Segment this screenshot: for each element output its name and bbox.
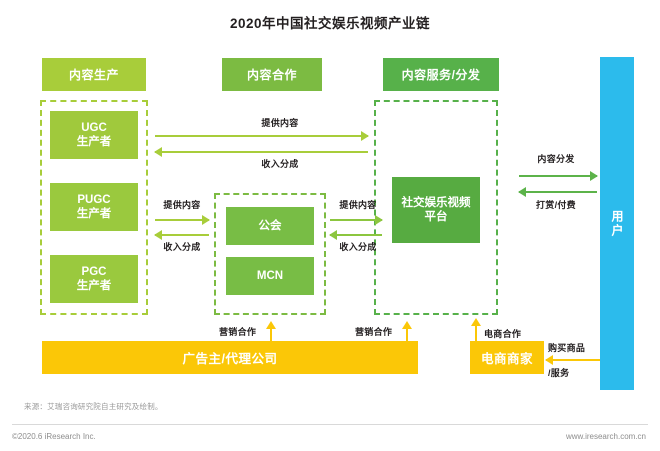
arrow-shaft bbox=[155, 219, 209, 221]
node-social-entertainment-video-platform: 社交娱乐视频 平台 bbox=[392, 177, 480, 243]
flow-label-revenue-share-right: 收入分成 bbox=[339, 242, 377, 252]
arrow-shaft bbox=[155, 135, 368, 137]
arrow-head-up-icon bbox=[266, 321, 276, 329]
source-note: 来源：艾瑞咨询研究院自主研究及绘制。 bbox=[24, 402, 163, 411]
arrow-head-right-icon bbox=[361, 131, 369, 141]
node-ugc-producer-line1: UGC bbox=[81, 121, 107, 134]
arrow-shaft bbox=[475, 325, 477, 341]
arrow-shaft bbox=[155, 234, 209, 236]
footer-divider bbox=[12, 424, 648, 425]
copyright-text: ©2020.6 iResearch Inc. bbox=[12, 432, 96, 441]
node-pgc-producer-line1: PGC bbox=[81, 265, 107, 278]
flow-arrow-user-to-platform bbox=[518, 187, 597, 197]
node-platform-line1: 社交娱乐视频 bbox=[401, 196, 471, 209]
stage-header-service-label: 内容服务/分发 bbox=[401, 68, 481, 82]
flow-label-content-distribution: 内容分发 bbox=[537, 154, 575, 164]
node-advertiser-agency-label: 广告主/代理公司 bbox=[182, 352, 278, 366]
node-ugc-producer-line2: 生产者 bbox=[76, 136, 112, 148]
arrow-shaft bbox=[546, 359, 600, 361]
node-platform-line2: 平台 bbox=[424, 211, 448, 223]
arrow-head-up-icon bbox=[402, 321, 412, 329]
flow-arrow-advertiser-to-platform bbox=[402, 321, 412, 341]
node-guild: 公会 bbox=[226, 207, 314, 245]
stage-header-cooperation: 内容合作 bbox=[222, 58, 322, 91]
stage-header-cooperation-label: 内容合作 bbox=[246, 68, 297, 82]
arrow-head-right-icon bbox=[202, 215, 210, 225]
arrow-head-left-icon bbox=[154, 147, 162, 157]
page-title: 2020年中国社交娱乐视频产业链 bbox=[229, 16, 431, 31]
arrow-head-left-icon bbox=[518, 187, 526, 197]
arrow-shaft bbox=[519, 175, 597, 177]
node-pgc-producer-line2: 生产者 bbox=[76, 280, 112, 292]
arrow-shaft bbox=[406, 328, 408, 341]
flow-arrow-platform-to-producers bbox=[154, 147, 368, 157]
node-ecommerce-merchant-label: 电商商家 bbox=[480, 352, 533, 366]
flow-label-revenue-share-top: 收入分成 bbox=[261, 159, 299, 169]
stage-header-production: 内容生产 bbox=[42, 58, 146, 91]
stage-header-service: 内容服务/分发 bbox=[383, 58, 499, 91]
arrow-head-left-icon bbox=[545, 355, 553, 365]
flow-label-supply-content-left: 提供内容 bbox=[163, 200, 201, 210]
arrow-head-right-icon bbox=[590, 171, 598, 181]
node-pugc-producer-line2: 生产者 bbox=[76, 208, 112, 220]
flow-label-supply-content-top: 提供内容 bbox=[261, 118, 299, 128]
flow-arrow-guild-to-platform bbox=[330, 215, 383, 225]
node-ecommerce-merchant: 电商商家 bbox=[470, 341, 544, 374]
flow-arrow-user-to-ecommerce bbox=[545, 355, 600, 365]
arrow-head-left-icon bbox=[329, 230, 337, 240]
flow-label-ecommerce-coop: 电商合作 bbox=[484, 329, 522, 339]
arrow-head-right-icon bbox=[375, 215, 383, 225]
flow-arrow-guild-to-producers bbox=[154, 230, 209, 240]
node-guild-label: 公会 bbox=[258, 219, 282, 232]
arrow-shaft bbox=[519, 191, 597, 193]
flow-arrow-platform-to-user bbox=[519, 171, 598, 181]
node-ugc-producer: UGC 生产者 bbox=[50, 111, 138, 159]
arrow-shaft bbox=[270, 328, 272, 341]
node-mcn-label: MCN bbox=[256, 269, 284, 282]
node-pugc-producer: PUGC 生产者 bbox=[50, 183, 138, 231]
arrow-shaft bbox=[330, 219, 382, 221]
arrow-shaft bbox=[330, 234, 382, 236]
node-pgc-producer: PGC 生产者 bbox=[50, 255, 138, 303]
flow-label-purchase-goods-line2: /服务 bbox=[548, 368, 570, 378]
arrow-head-left-icon bbox=[154, 230, 162, 240]
arrow-head-up-icon bbox=[471, 318, 481, 326]
node-user-label: 用户 bbox=[610, 209, 624, 238]
flow-label-marketing-coop-2: 营销合作 bbox=[355, 327, 393, 337]
node-mcn: MCN bbox=[226, 257, 314, 295]
flow-label-revenue-share-left: 收入分成 bbox=[163, 242, 201, 252]
flow-arrow-ecommerce-to-platform bbox=[471, 318, 481, 341]
flow-label-purchase-goods-line1: 购买商品 bbox=[548, 343, 586, 353]
flow-arrow-advertiser-to-cooperation bbox=[266, 321, 276, 341]
stage-header-production-label: 内容生产 bbox=[68, 68, 119, 82]
flow-arrow-producers-to-guild bbox=[155, 215, 210, 225]
node-user: 用户 bbox=[600, 57, 634, 390]
flow-label-tip-payment: 打赏/付费 bbox=[535, 200, 576, 210]
flow-arrow-platform-to-guild bbox=[329, 230, 382, 240]
flow-arrow-producers-to-platform bbox=[155, 131, 369, 141]
website-link[interactable]: www.iresearch.com.cn bbox=[565, 432, 646, 441]
flow-label-supply-content-right: 提供内容 bbox=[339, 200, 377, 210]
node-advertiser-agency: 广告主/代理公司 bbox=[42, 341, 418, 374]
arrow-shaft bbox=[155, 151, 368, 153]
node-pugc-producer-line1: PUGC bbox=[77, 193, 111, 206]
flow-label-marketing-coop-1: 营销合作 bbox=[219, 327, 257, 337]
